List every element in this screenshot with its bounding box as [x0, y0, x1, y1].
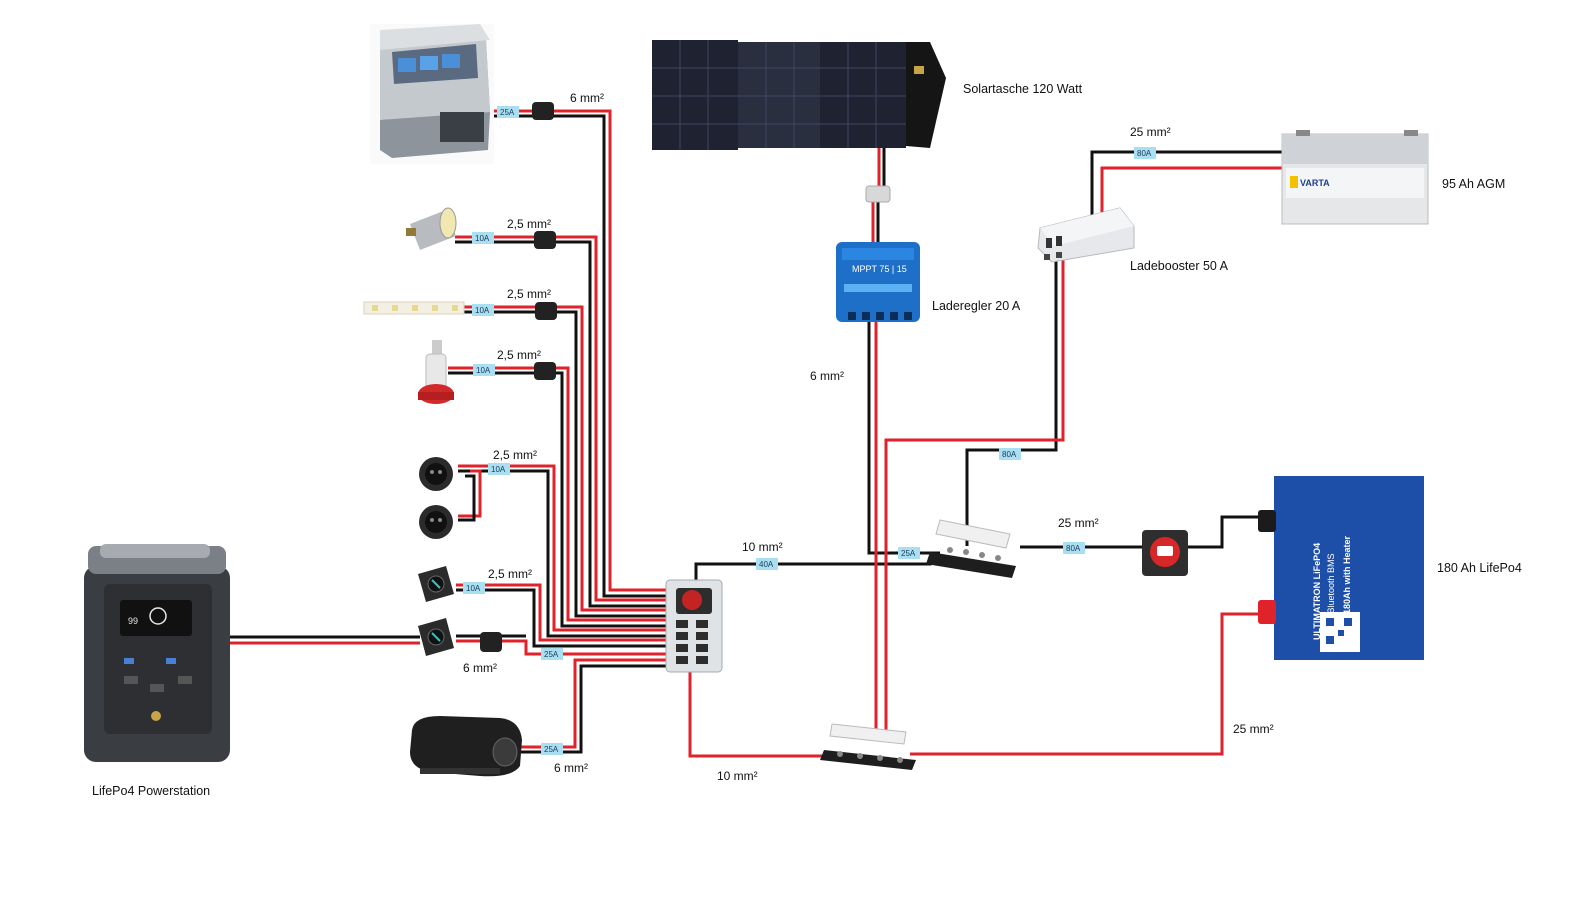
charging-booster-image	[1037, 207, 1135, 263]
fuse-agm: 80A	[1134, 147, 1156, 159]
svg-text:10A: 10A	[476, 366, 491, 375]
powerstation-image: 99	[84, 544, 230, 762]
wire-battery-pos	[910, 612, 1262, 756]
svg-text:25A: 25A	[500, 108, 515, 117]
svg-text:80A: 80A	[1066, 544, 1081, 553]
fuse-heater: 25A	[541, 743, 563, 755]
busbar-positive	[820, 723, 916, 770]
wire-fusebox-to-busbar-neg	[694, 556, 940, 582]
cable-fridge: 6 mm²	[570, 91, 604, 105]
svg-text:25A: 25A	[544, 650, 559, 659]
wire-pump-neg	[448, 371, 672, 628]
battery-sub: Smart Bluetooth BMS	[1326, 553, 1336, 640]
wire-heater-pos	[520, 658, 672, 749]
fuse-fusebox: 40A	[756, 558, 778, 570]
mppt-controller-image: MPPT 75 | 15	[836, 242, 920, 322]
wire-heater-neg	[520, 664, 672, 754]
led-spot-image	[406, 207, 457, 250]
fuse-box	[665, 579, 723, 673]
cable-strip: 2,5 mm²	[507, 287, 551, 301]
solar-panel-image	[652, 40, 946, 150]
wire-regler-neg	[867, 322, 940, 555]
cable-labels: 6 mm² 2,5 mm² 2,5 mm² 2,5 mm² 2,5 mm² 2,…	[463, 91, 1274, 783]
fuse-labels: 25A 10A 10A 10A 10A 10A 25A 25A 40A 25A …	[463, 106, 1156, 755]
fuse-socket: 10A	[463, 582, 485, 594]
wire-switch-out	[1188, 515, 1262, 549]
lifepo4-battery-image: ULTIMATRON LiFePO4 Smart Bluetooth BMS 1…	[1258, 476, 1424, 660]
svg-text:10A: 10A	[491, 465, 506, 474]
twelve-volt-socket-2	[418, 618, 454, 656]
busbar-negative	[926, 519, 1016, 578]
svg-text:25A: 25A	[901, 549, 916, 558]
fuse-powerstation: 25A	[541, 648, 563, 660]
usb-socket-2	[419, 505, 453, 539]
cable-pump: 2,5 mm²	[497, 348, 541, 362]
wire-lamp-neg	[455, 240, 672, 608]
svg-text:25A: 25A	[544, 745, 559, 754]
caption-booster: Ladebooster 50 A	[1130, 259, 1229, 273]
agm-brand: VARTA	[1300, 178, 1330, 188]
battery-spec: 12.8V 180Ah with Heater	[1342, 535, 1352, 640]
wire-agm-neg	[1090, 150, 1300, 228]
battery-brand: ULTIMATRON LiFePO4	[1312, 543, 1322, 640]
wire-strip-neg	[460, 310, 672, 618]
caption-agm: 95 Ah AGM	[1442, 177, 1505, 191]
svg-text:40A: 40A	[759, 560, 774, 569]
caption-regler: Laderegler 20 A	[932, 299, 1021, 313]
svg-text:10A: 10A	[466, 584, 481, 593]
solar-connector	[865, 185, 891, 203]
wire-usb-link-red	[458, 469, 482, 518]
wire-socket-neg	[456, 588, 672, 648]
fuse-booster: 80A	[999, 448, 1021, 460]
wires	[228, 109, 1300, 758]
wire-fusebox-to-busbar-pos	[688, 672, 830, 758]
led-strip-image	[363, 301, 465, 315]
cable-battery-pos: 25 mm²	[1233, 722, 1274, 736]
cable-switch: 25 mm²	[1058, 516, 1099, 530]
caption-solar: Solartasche 120 Watt	[963, 82, 1083, 96]
cable-agm: 25 mm²	[1130, 125, 1171, 139]
fuse-strip: 10A	[472, 304, 494, 316]
water-pump-image	[418, 340, 454, 404]
cable-lamp: 2,5 mm²	[507, 217, 551, 231]
svg-text:10A: 10A	[475, 234, 490, 243]
usb-socket-1	[419, 457, 453, 491]
fridge-image	[370, 24, 494, 164]
wire-pump-pos	[448, 366, 672, 622]
inline-fuse-holders	[480, 102, 557, 652]
agm-battery-image: VARTA	[1281, 130, 1429, 225]
svg-text:80A: 80A	[1137, 149, 1152, 158]
cable-fusebox-pos: 10 mm²	[717, 769, 758, 783]
wire-lamp-pos	[455, 235, 672, 602]
svg-text:10A: 10A	[475, 306, 490, 315]
wire-booster-pos	[884, 256, 1065, 740]
caption-powerstation: LifePo4 Powerstation	[92, 784, 210, 798]
fuse-lamp: 10A	[472, 232, 494, 244]
wire-usb-link-black	[458, 474, 476, 522]
fuse-switch: 80A	[1063, 542, 1085, 554]
fuse-pump: 10A	[473, 364, 495, 376]
cable-fusebox-neg: 10 mm²	[742, 540, 783, 554]
caption-lifepo4-battery: 180 Ah LifePo4	[1437, 561, 1522, 575]
twelve-volt-socket-1	[418, 566, 454, 602]
cable-powerstation: 6 mm²	[463, 661, 497, 675]
cable-solar: 6 mm²	[810, 369, 844, 383]
fuse-busbar: 25A	[898, 547, 920, 559]
wire-socket-pos	[456, 583, 672, 642]
cable-socket: 2,5 mm²	[488, 567, 532, 581]
battery-switch	[1142, 530, 1188, 576]
cable-heater: 6 mm²	[554, 761, 588, 775]
svg-text:80A: 80A	[1002, 450, 1017, 459]
wire-agm-pos	[1100, 166, 1300, 228]
cable-usb: 2,5 mm²	[493, 448, 537, 462]
diesel-heater-image	[410, 716, 522, 777]
wire-strip-pos	[460, 305, 672, 612]
fuse-usb: 10A	[488, 463, 510, 475]
fuse-fridge: 25A	[497, 106, 519, 118]
mppt-label: MPPT 75 | 15	[852, 264, 907, 274]
powerstation-display: 99	[128, 616, 138, 626]
captions: Solartasche 120 Watt 95 Ah AGM Ladeboost…	[92, 82, 1522, 798]
